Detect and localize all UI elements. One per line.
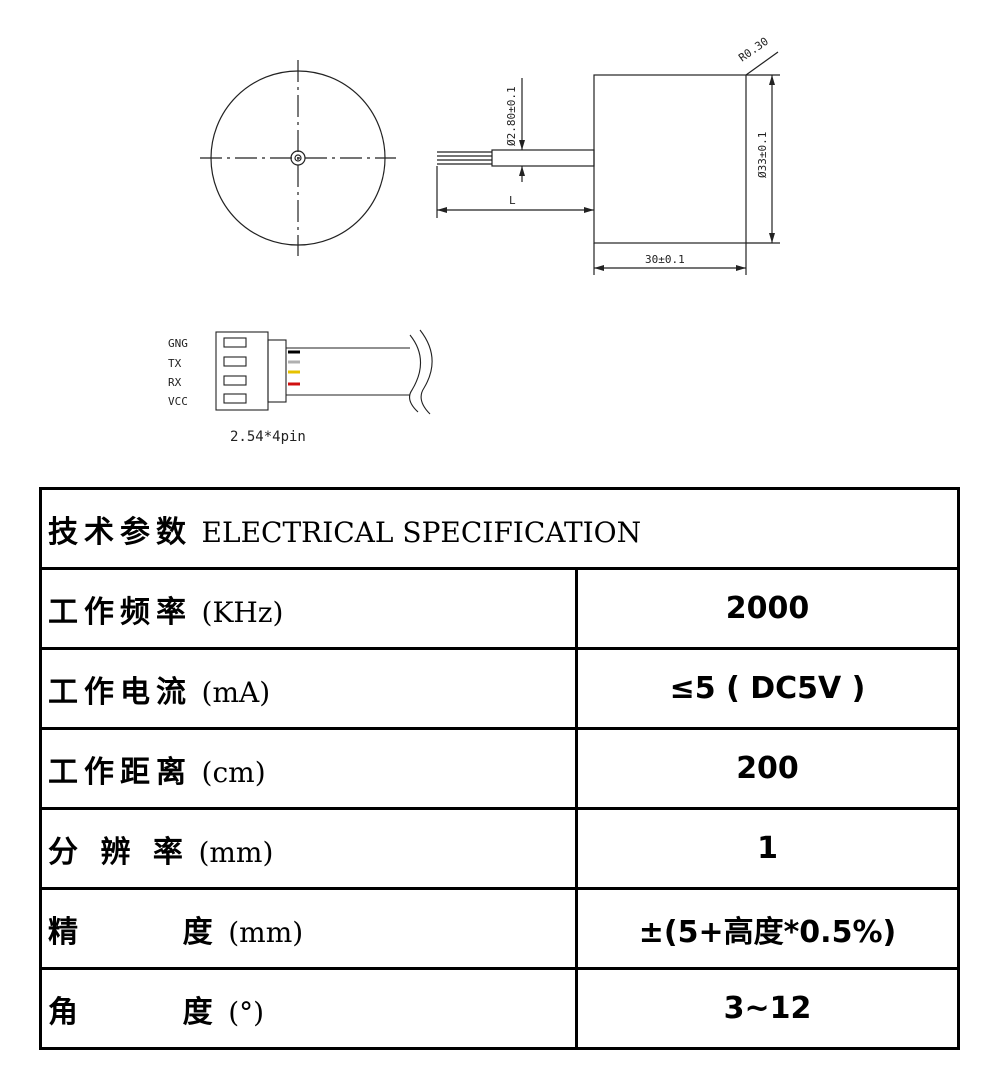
spec-value: 3~12 [574, 967, 961, 1050]
label-wire-dia: Ø2.80±0.1 [505, 86, 518, 146]
spec-row: 角 度 (°) 3~12 [39, 967, 961, 1050]
side-view [436, 51, 780, 275]
spec-value: 2000 [574, 567, 961, 650]
pin-label-2: TX [168, 357, 182, 370]
spec-value: ≤5 ( DC5V ) [574, 647, 961, 730]
spec-row: 分 辨 率 (mm) 1 [39, 807, 961, 890]
label-body-dia: Ø33±0.1 [756, 132, 769, 178]
spec-title-cn: 技术参数 [48, 514, 192, 550]
spec-label: 角 度 (°) [39, 967, 578, 1050]
spec-value: 1 [574, 807, 961, 890]
spec-label: 工作距离 (cm) [39, 727, 578, 810]
spec-value: ±(5+高度*0.5%) [574, 887, 961, 970]
spec-row: 工作频率 (KHz) 2000 [39, 567, 961, 650]
technical-drawing: R0.30 Ø2.80±0.1 Ø33±0.1 L 30±0.1 GNG TX … [168, 35, 780, 445]
spec-label: 分 辨 率 (mm) [39, 807, 578, 890]
label-r: R0.30 [736, 35, 771, 65]
label-length: 30±0.1 [645, 253, 685, 266]
spec-row: 工作电流 (mA) ≤5 ( DC5V ) [39, 647, 961, 730]
spec-title-en: ELECTRICAL SPECIFICATION [201, 515, 642, 549]
pin-label-3: RX [168, 376, 182, 389]
spec-label: 工作频率 (KHz) [39, 567, 578, 650]
spec-row: 精 度 (mm) ±(5+高度*0.5%) [39, 887, 961, 970]
connector [215, 329, 433, 415]
spec-title-row: 技术参数 ELECTRICAL SPECIFICATION [38, 487, 961, 570]
connector-caption: 2.54*4pin [230, 429, 306, 445]
spec-label: 工作电流 (mA) [39, 647, 578, 730]
label-l: L [509, 194, 516, 207]
front-view [200, 60, 396, 256]
dimension-arrows [437, 75, 775, 271]
connector-wires [288, 350, 300, 386]
spec-row: 工作距离 (cm) 200 [39, 727, 961, 810]
spec-label: 精 度 (mm) [39, 887, 578, 970]
spec-title: 技术参数 ELECTRICAL SPECIFICATION [38, 487, 961, 570]
spec-value: 200 [574, 727, 961, 810]
pin-label-1: GNG [168, 337, 188, 350]
pin-label-4: VCC [168, 395, 188, 408]
spec-table: 技术参数 ELECTRICAL SPECIFICATION 工作频率 (KHz)… [38, 487, 961, 1050]
pin-labels: GNG TX RX VCC [168, 337, 188, 408]
